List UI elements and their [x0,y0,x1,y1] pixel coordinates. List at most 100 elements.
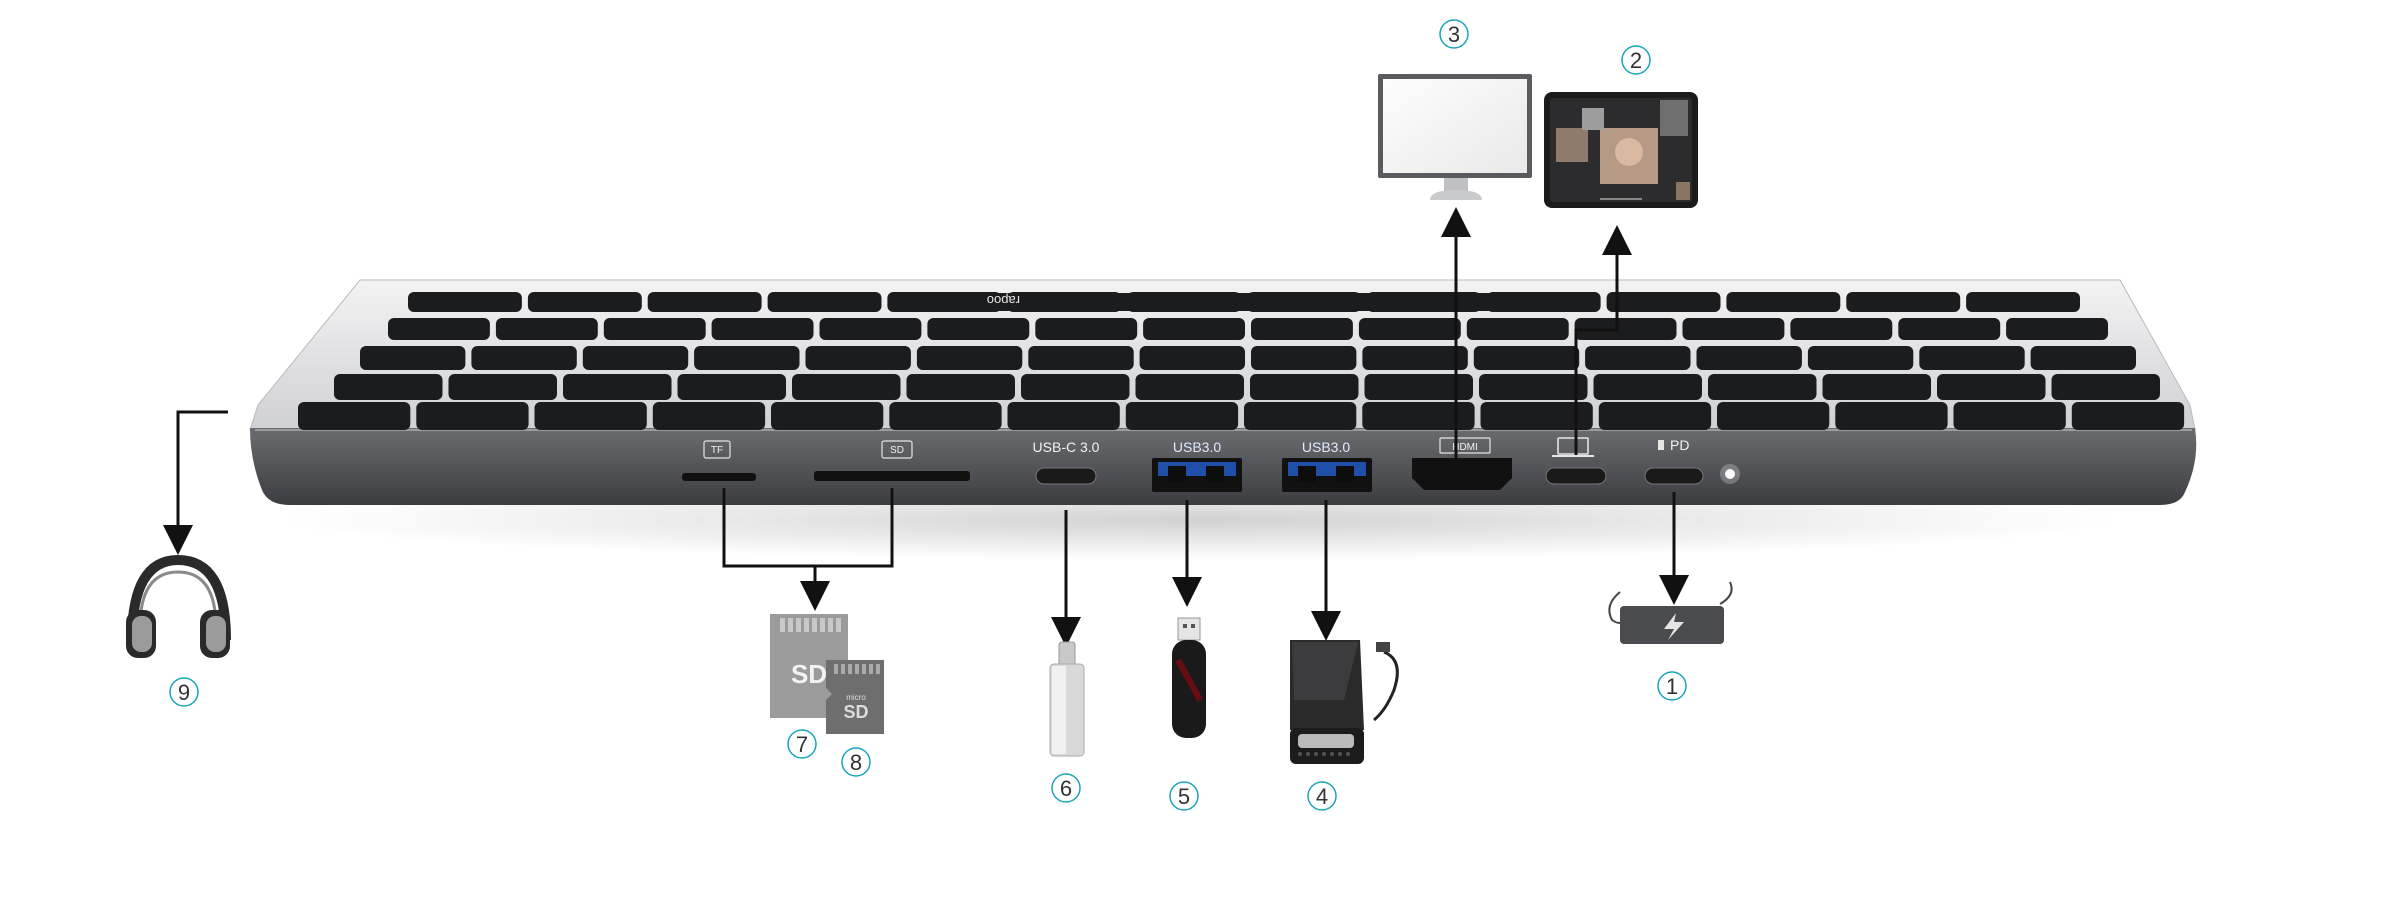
svg-text:1: 1 [1666,674,1678,699]
keycap [1244,402,1357,430]
keycap [1473,346,1580,370]
keycap [2051,374,2160,400]
keycap [1822,374,1931,400]
keycap [887,292,1002,312]
keycap [927,318,1030,340]
keycap [1593,374,1702,400]
laptop-icon [1557,437,1589,455]
space-bar [990,293,1498,311]
keycap [534,402,647,430]
callout-5: 5 [1169,781,1199,811]
keycap [471,346,577,370]
keycap [767,292,882,312]
keycap [1966,292,2080,312]
port-usb-a-1: USB3.0 [1152,439,1242,492]
keycap [1585,346,1691,370]
svg-text:2: 2 [1630,48,1642,73]
keycap [1125,402,1239,430]
power-led [1725,469,1735,479]
keycap [2071,402,2185,430]
keycap [1486,292,1601,312]
keycap [1364,374,1473,400]
keycap [1726,292,1841,312]
svg-text:6: 6 [1060,776,1072,801]
keycap [1358,318,1461,340]
tablet-icon [1544,92,1698,208]
callout-2: 2 [1621,45,1651,75]
callout-4: 4 [1307,781,1337,811]
arrow-headphones [163,410,228,555]
bracket-cards [722,488,894,568]
svg-text:8: 8 [850,750,862,775]
keycap [1028,346,1134,370]
keycap [906,374,1015,400]
keycap [1574,318,1677,340]
keycap [1696,346,1802,370]
port-pd: PD [1644,437,1704,485]
keycap [1021,374,1130,400]
usb-flash-drive-icon [1172,617,1206,738]
keycap [1835,402,1948,430]
keycap [819,318,922,340]
callout-3: 3 [1439,19,1469,49]
charger-icon [1608,581,1733,644]
keycap [1682,318,1785,340]
keycap [1362,346,1468,370]
port-tf-label: TF [711,445,723,456]
svg-text:4: 4 [1316,784,1328,809]
keycap [563,374,672,400]
connection-arrows [163,207,1689,647]
keycap [495,318,598,340]
keycap [1143,318,1245,340]
keycap [1466,318,1569,340]
keycap [1898,318,2001,340]
port-sd: SD [814,440,970,481]
keyboard: rapoo TF SD USB-C 3.0 USB3.0 USB3.0 [249,279,2197,505]
keycap [1606,292,1721,312]
keycap [298,402,411,430]
keycap [1251,318,1353,340]
keycap [771,402,884,430]
keycap [1035,318,1138,340]
callout-1: 1 [1657,671,1687,701]
brand-logo: rapoo [987,293,1020,308]
svg-text:3: 3 [1448,22,1460,47]
keycap [408,292,522,312]
keycap [582,346,689,370]
keycap [1139,346,1245,370]
micro-sd-card-icon: micro SD [826,660,884,734]
keycap [527,292,642,312]
keycap [792,374,901,400]
micro-sd-small-label: micro [846,693,866,702]
keycap [1953,402,2066,430]
keycap [1135,374,1244,400]
keycap [889,402,1002,430]
callout-6: 6 [1051,773,1081,803]
svg-text:5: 5 [1178,784,1190,809]
keycap [1362,402,1475,430]
port-hdmi-label: HDMI [1452,442,1478,453]
port-pd-label: PD [1670,437,1689,453]
keycap [1846,292,1961,312]
keycap [1598,402,1712,430]
port-usb-c-label: USB-C 3.0 [1033,439,1100,455]
keycap [1937,374,2046,400]
port-tf: TF [682,440,756,481]
keycap [1919,346,2025,370]
keycap [360,346,466,370]
callout-7: 7 [787,729,817,759]
keycap [416,402,529,430]
keycap [1480,402,1593,430]
keycap [1479,374,1588,400]
card-reader-icon [1290,640,1399,764]
keycap [647,292,762,312]
svg-text:9: 9 [178,680,190,705]
keycap [1717,402,1830,430]
sd-card-icon: SD [770,614,848,718]
keycap [652,402,766,430]
keycap [388,318,490,340]
keycap [805,346,911,370]
battery-icon [1658,440,1664,450]
keycap [1708,374,1817,400]
